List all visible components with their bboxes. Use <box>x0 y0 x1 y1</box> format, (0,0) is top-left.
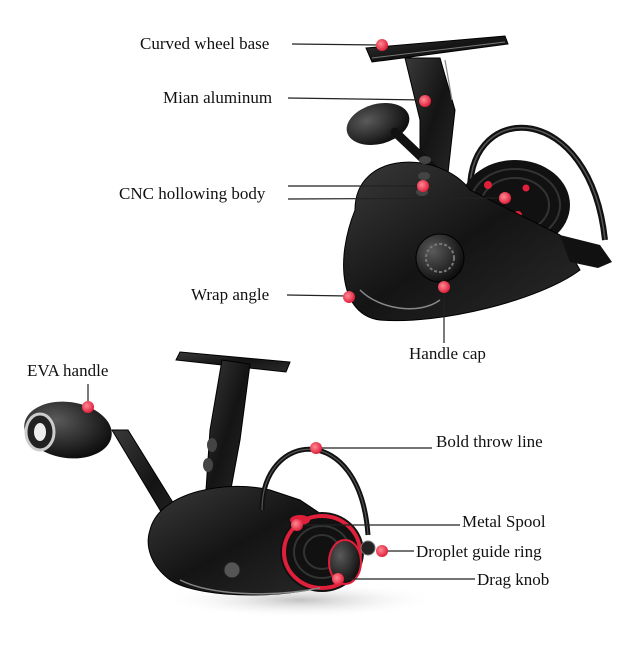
marker-handle-cap <box>438 281 450 293</box>
label-wrap-angle: Wrap angle <box>191 285 270 304</box>
label-eva-handle: EVA handle <box>27 361 109 380</box>
marker-metal-spool <box>291 519 303 531</box>
label-curved-wheel-base: Curved wheel base <box>140 34 270 53</box>
bottom-reel-drag-knob <box>328 539 362 585</box>
marker-main-aluminum <box>419 95 431 107</box>
label-cnc-hollowing-body: CNC hollowing body <box>119 184 266 203</box>
top-reel <box>343 35 612 322</box>
label-handle-cap: Handle cap <box>409 344 486 363</box>
label-droplet-guide-ring: Droplet guide ring <box>416 542 542 561</box>
top-leaders <box>286 43 506 343</box>
label-drag-knob: Drag knob <box>477 570 550 589</box>
marker-cnc-body-2 <box>499 192 511 204</box>
marker-bold-throw-line <box>310 442 322 454</box>
marker-curved-wheel-base <box>376 39 388 51</box>
marker-eva-handle <box>82 401 94 413</box>
top-reel-body <box>343 161 581 322</box>
top-reel-foot <box>365 35 509 63</box>
marker-drag-knob <box>332 573 344 585</box>
bottom-reel <box>24 351 440 618</box>
marker-droplet-guide-ring <box>376 545 388 557</box>
label-main-aluminum: Mian aluminum <box>163 88 273 107</box>
label-bold-throw-line: Bold throw line <box>436 432 543 451</box>
marker-wrap-angle <box>343 291 355 303</box>
top-reel-handle-cap <box>415 233 465 283</box>
marker-cnc-body-1 <box>417 180 429 192</box>
bottom-reel-stem <box>204 359 251 506</box>
bottom-markers <box>82 401 388 585</box>
top-markers <box>343 39 511 303</box>
label-metal-spool: Metal Spool <box>462 512 546 531</box>
